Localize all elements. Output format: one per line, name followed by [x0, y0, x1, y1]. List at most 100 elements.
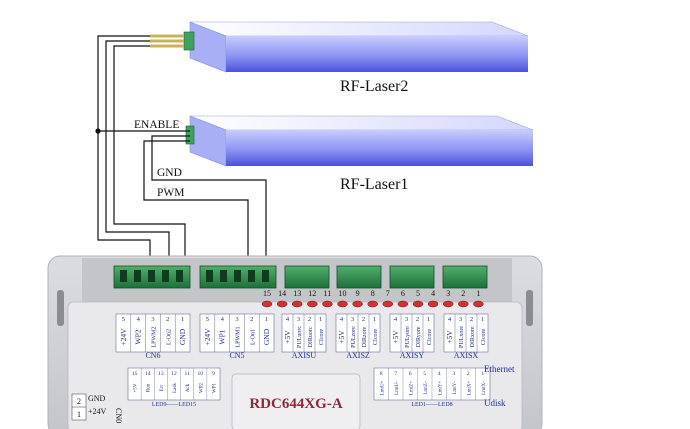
led-number: 14: [278, 289, 286, 298]
status-led: [412, 300, 424, 308]
cn5-terminal-block: [199, 265, 277, 289]
led-pin-number: 10: [198, 371, 204, 377]
led-block-caption: LED9——LED15: [152, 402, 196, 408]
power-connector-label: CN0: [114, 408, 123, 423]
led-number: 15: [263, 289, 271, 298]
led-pin-label: LmtY+: [438, 380, 443, 395]
connector-pin-number: 3: [235, 316, 238, 323]
connector-pin-number: 4: [286, 316, 290, 323]
connector-label: AXISY: [400, 351, 425, 360]
connector-pin-label: +5V: [391, 330, 400, 344]
connector-pin-number: 1: [427, 316, 430, 323]
status-led: [382, 300, 394, 308]
led-number: 10: [339, 289, 347, 298]
connector-pin-number: 1: [319, 316, 322, 323]
connector-pin-number: 3: [405, 316, 408, 323]
connector-pin-label: +24V: [203, 328, 212, 346]
connector-pin-number: 4: [221, 316, 225, 323]
led-number: 13: [293, 289, 301, 298]
led-number: 6: [401, 289, 405, 298]
status-led: [291, 300, 303, 308]
laser-1-terminal: [185, 125, 195, 145]
connector-pin-label: DIRxore: [470, 326, 476, 347]
status-led: [458, 300, 469, 308]
led-pin-label: LmtZ-: [424, 381, 429, 394]
connector-pin-number: 3: [351, 316, 354, 323]
led-number: 9: [356, 289, 360, 298]
led-number: 3: [446, 289, 450, 298]
connector-pin-label: CIcore: [373, 329, 379, 346]
led-number: 11: [324, 289, 332, 298]
connector-pin-label: DIRyore: [416, 326, 422, 347]
led-pin-label: Run: [147, 383, 152, 392]
status-led: [442, 300, 454, 308]
connector-pin-label: PULuorc: [297, 326, 303, 348]
pwm-label: PWM: [157, 187, 184, 199]
led-block-caption: LED1——LED8: [411, 402, 452, 408]
led-number: 4: [431, 289, 435, 298]
power-24v-label: +24V: [88, 407, 107, 416]
cn6-terminal-block: [113, 265, 191, 289]
connector-pin-number: 1: [181, 316, 184, 323]
led-pin-label: Err: [160, 384, 165, 391]
status-led: [367, 300, 378, 308]
connector-pin-number: 4: [137, 316, 141, 323]
connector-pin-label: L-On2: [166, 329, 172, 345]
connector-pin-label: PULxore: [459, 326, 465, 348]
led-pin-number: 12: [171, 371, 177, 377]
connector-pin-label: PULzore: [351, 326, 357, 348]
gnd-label: GND: [157, 167, 182, 179]
connector-label: AXISX: [454, 351, 479, 360]
connector-pin-label: LPWM1: [236, 327, 242, 348]
connector-pin-label: +5V: [283, 330, 292, 344]
connector-pin-number: 1: [481, 316, 484, 323]
status-led: [352, 300, 363, 308]
led-pin-label: LmtU-: [395, 381, 400, 395]
power-pin-2: 2: [77, 397, 81, 406]
connector-pin-number: 1: [265, 316, 268, 323]
led-row: [261, 300, 484, 308]
led-pin-label: LmtX-: [482, 381, 487, 395]
status-led: [276, 300, 288, 308]
rf-laser-1: RF-Laser1: [185, 115, 534, 193]
status-led: [397, 300, 409, 308]
led-pin-label: WP2: [199, 383, 204, 394]
led-pin-number: 2: [467, 371, 470, 377]
status-led: [427, 300, 439, 308]
status-led: [322, 300, 333, 308]
enable-label: ENABLE: [134, 119, 179, 131]
axis-u-terminal-block: [284, 265, 330, 289]
connector-pin-label: +24V: [119, 328, 128, 346]
connector-pin-number: 4: [394, 316, 398, 323]
connector-pin-number: 3: [151, 316, 154, 323]
connector-pin-label: GND: [178, 328, 187, 345]
axis-x-terminal-block: [442, 265, 488, 289]
connector-pin-label: L-On1: [250, 329, 256, 345]
led-number: 5: [416, 289, 420, 298]
connector-pin-label: +5V: [445, 330, 454, 344]
connector-pin-number: 2: [362, 316, 365, 323]
led-number: 1: [476, 289, 480, 298]
connector-pin-number: 3: [297, 316, 300, 323]
power-pin-1: 1: [77, 410, 81, 419]
connector-pin-number: 4: [340, 316, 344, 323]
laser-2-label: RF-Laser2: [340, 78, 408, 95]
axis-z-terminal-block: [336, 265, 382, 289]
led-pin-number: 3: [452, 371, 455, 377]
connector-pin-label: CIcore: [319, 329, 325, 346]
led-pin-label: LmtY-: [453, 381, 458, 394]
led-number: 8: [371, 289, 375, 298]
model-label: RDC644XG-A: [249, 396, 342, 412]
led-pin-number: 15: [132, 371, 138, 377]
led-block-right: 8LmtU+7LmtU-6LmtZ+5LmtZ-4LmtY+3LmtY-2Lmt…: [373, 367, 491, 408]
status-led: [307, 300, 318, 308]
connector-label: AXISU: [292, 351, 317, 360]
axis-y-terminal-block: [389, 265, 435, 289]
led-pin-label: WP1: [212, 383, 217, 394]
connector-pin-number: 3: [459, 316, 462, 323]
led-pin-number: 14: [145, 371, 151, 377]
